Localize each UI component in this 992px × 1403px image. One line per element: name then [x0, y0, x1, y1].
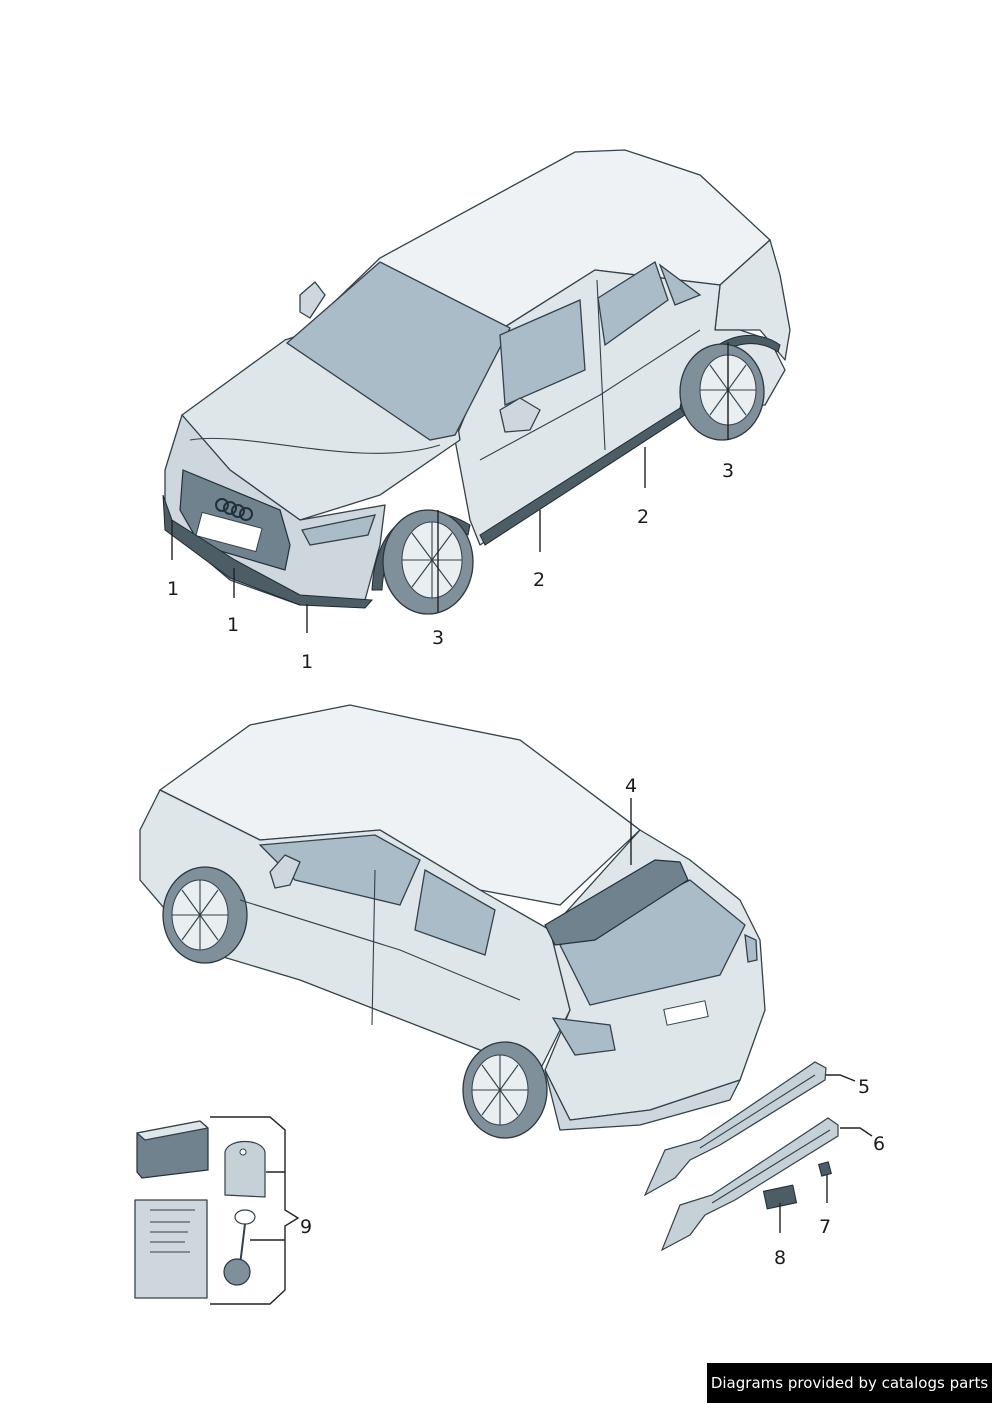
callout-8: 8 [774, 1247, 786, 1269]
front-wheel [382, 509, 474, 615]
car-rear-view [139, 704, 766, 1139]
rear-view-front-wheel [162, 866, 248, 964]
callout-3: 3 [432, 627, 444, 649]
car-front-view [162, 149, 791, 615]
callout-2: 2 [533, 569, 545, 591]
roof-window [544, 859, 689, 946]
callout-5: 5 [858, 1076, 870, 1098]
rear-view-rear-wheel [462, 1041, 548, 1139]
badge-plate [762, 1184, 798, 1210]
windscreen [285, 261, 511, 441]
leader-lines [171, 342, 873, 1233]
callout-7: 7 [819, 1216, 831, 1238]
callout-3: 3 [722, 460, 734, 482]
callout-1: 1 [227, 614, 239, 636]
side-window-front [499, 299, 586, 406]
sill-plate-upper [643, 1061, 827, 1197]
side-window-rear [597, 261, 669, 347]
small-emblem [818, 1161, 832, 1177]
callout-1: 1 [301, 651, 313, 673]
credit-banner: Diagrams provided by catalogs parts [707, 1363, 992, 1403]
rear-wheel [679, 343, 765, 441]
audi-rings-logo [215, 498, 253, 521]
callout-labels: 1 1 1 2 2 3 3 4 5 6 7 8 9 [167, 460, 885, 1269]
callout-4: 4 [625, 775, 637, 797]
accessory-kit [134, 1116, 300, 1305]
sill-plate-lower [660, 1117, 839, 1252]
front-spoiler-trim [162, 494, 374, 609]
callout-1: 1 [167, 578, 179, 600]
callout-2: 2 [637, 506, 649, 528]
callout-6: 6 [873, 1133, 885, 1155]
callout-9: 9 [300, 1216, 312, 1238]
